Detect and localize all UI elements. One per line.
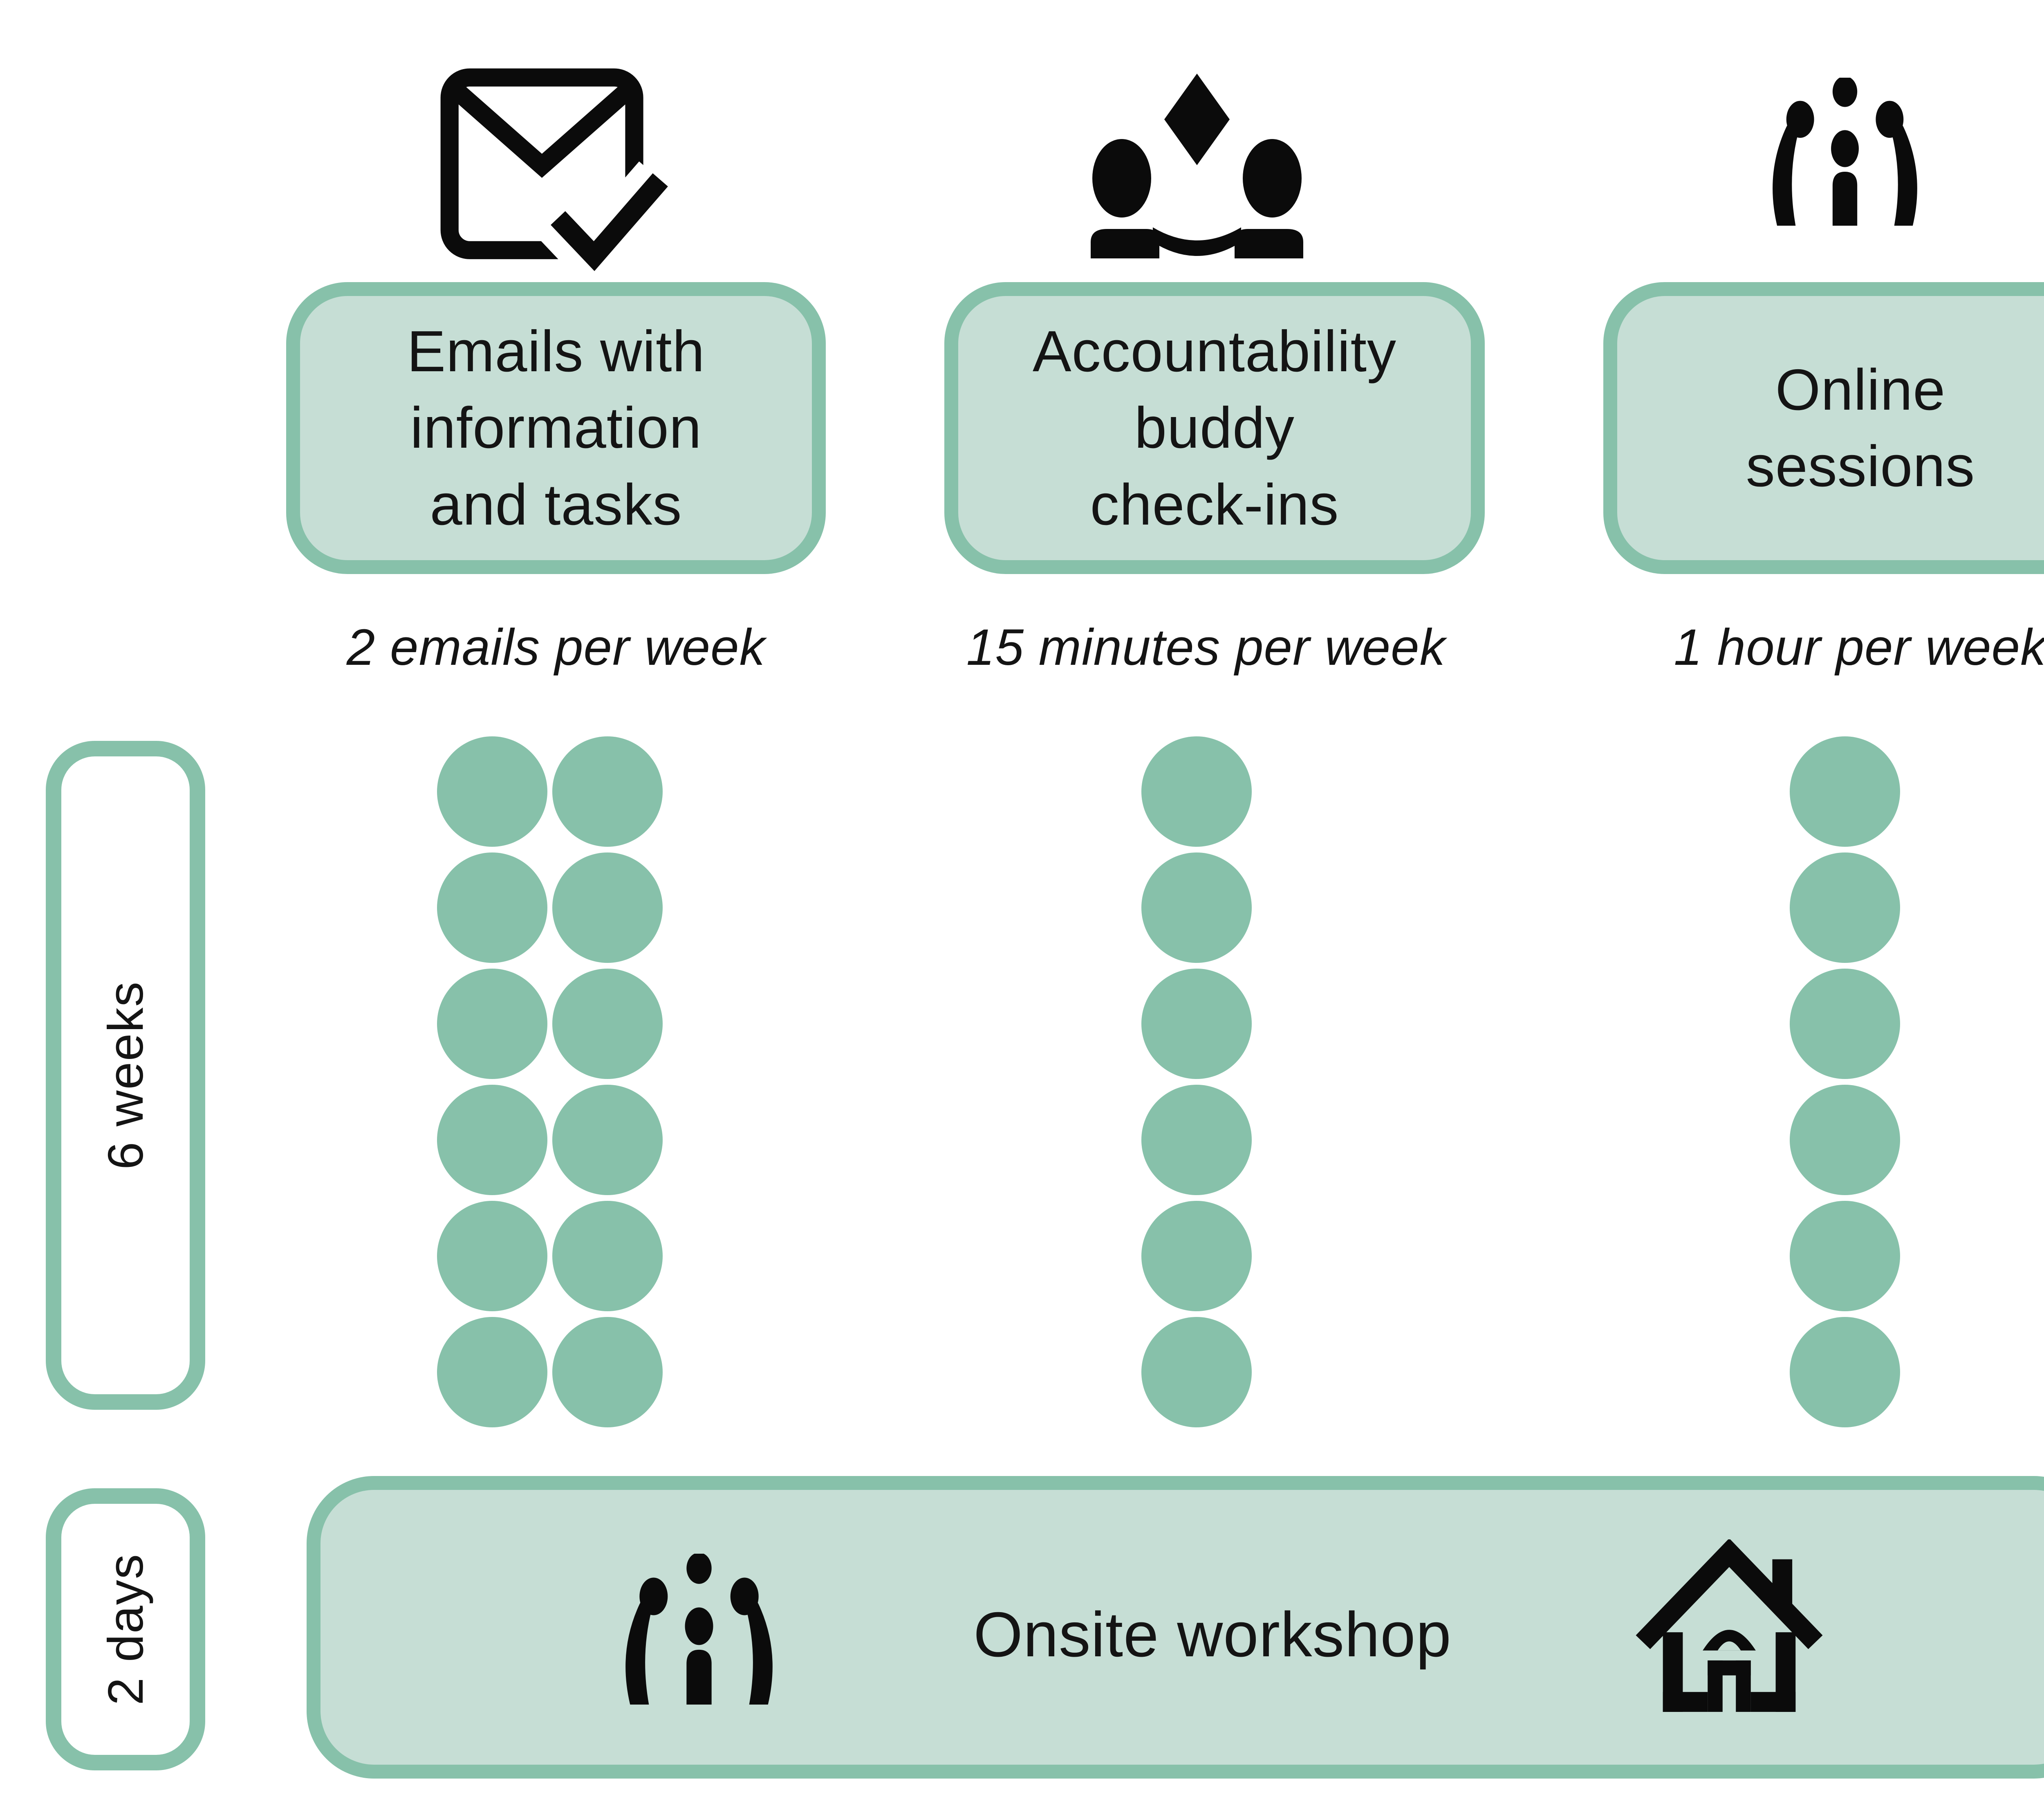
card-online: Online sessions: [1603, 282, 2044, 574]
session-dot: [1790, 1201, 1900, 1311]
session-dot: [552, 1317, 663, 1427]
session-dot: [437, 1085, 547, 1195]
duration-box-days: 2 days: [46, 1488, 205, 1770]
session-dot: [1141, 969, 1252, 1079]
session-dot: [552, 1201, 663, 1311]
duration-days-label: 2 days: [98, 1553, 153, 1705]
dots-buddy: [1141, 736, 1252, 1427]
session-dot: [552, 852, 663, 963]
week-row: [1790, 1085, 1900, 1195]
week-row: [437, 1201, 663, 1311]
week-row: [437, 852, 663, 963]
session-dot: [1790, 1085, 1900, 1195]
frequency-emails: 2 emails per week: [346, 619, 766, 676]
dots-online: [1790, 736, 1900, 1427]
session-dot: [552, 736, 663, 847]
frequency-online: 1 hour per week: [1674, 619, 2044, 676]
week-row: [1790, 1317, 1900, 1427]
session-dot: [437, 1317, 547, 1427]
week-row: [1790, 852, 1900, 963]
week-row: [1790, 736, 1900, 847]
session-dot: [1141, 736, 1252, 847]
week-row: [437, 1085, 663, 1195]
session-dot: [1790, 852, 1900, 963]
buddy-handshake-icon: [1087, 74, 1307, 258]
workshop-label: Onsite workshop: [973, 1599, 1452, 1670]
dots-emails: [437, 736, 663, 1427]
session-dot: [1790, 736, 1900, 847]
session-dot: [552, 1085, 663, 1195]
week-row: [1141, 1317, 1252, 1427]
card-buddy-title: Accountability buddy check-ins: [1032, 319, 1397, 537]
week-row: [1141, 1201, 1252, 1311]
celebration-people-icon: [605, 1554, 793, 1705]
session-dot: [1141, 1201, 1252, 1311]
session-dot: [1141, 1317, 1252, 1427]
card-emails: Emails with information and tasks: [286, 282, 826, 574]
session-dot: [1790, 1317, 1900, 1427]
week-row: [1790, 1201, 1900, 1311]
session-dot: [1790, 969, 1900, 1079]
duration-box-weeks: 6 weeks: [46, 741, 205, 1410]
session-dot: [1141, 1085, 1252, 1195]
week-row: [437, 1317, 663, 1427]
week-row: [437, 736, 663, 847]
celebration-people-icon: [1752, 78, 1938, 226]
week-row: [1141, 852, 1252, 963]
session-dot: [437, 852, 547, 963]
email-check-icon: [433, 65, 679, 290]
week-row: [1141, 1085, 1252, 1195]
house-icon: [1629, 1539, 1829, 1715]
week-row: [437, 969, 663, 1079]
session-dot: [437, 969, 547, 1079]
session-dot: [1141, 852, 1252, 963]
duration-weeks-label: 6 weeks: [98, 981, 153, 1170]
session-dot: [437, 736, 547, 847]
card-online-title: Online sessions: [1746, 357, 1975, 499]
session-dot: [437, 1201, 547, 1311]
card-buddy: Accountability buddy check-ins: [944, 282, 1485, 574]
frequency-buddy: 15 minutes per week: [966, 619, 1446, 676]
card-emails-title: Emails with information and tasks: [407, 319, 705, 537]
session-dot: [552, 969, 663, 1079]
workshop-bar: [307, 1476, 2044, 1779]
week-row: [1790, 969, 1900, 1079]
week-row: [1141, 736, 1252, 847]
week-row: [1141, 969, 1252, 1079]
